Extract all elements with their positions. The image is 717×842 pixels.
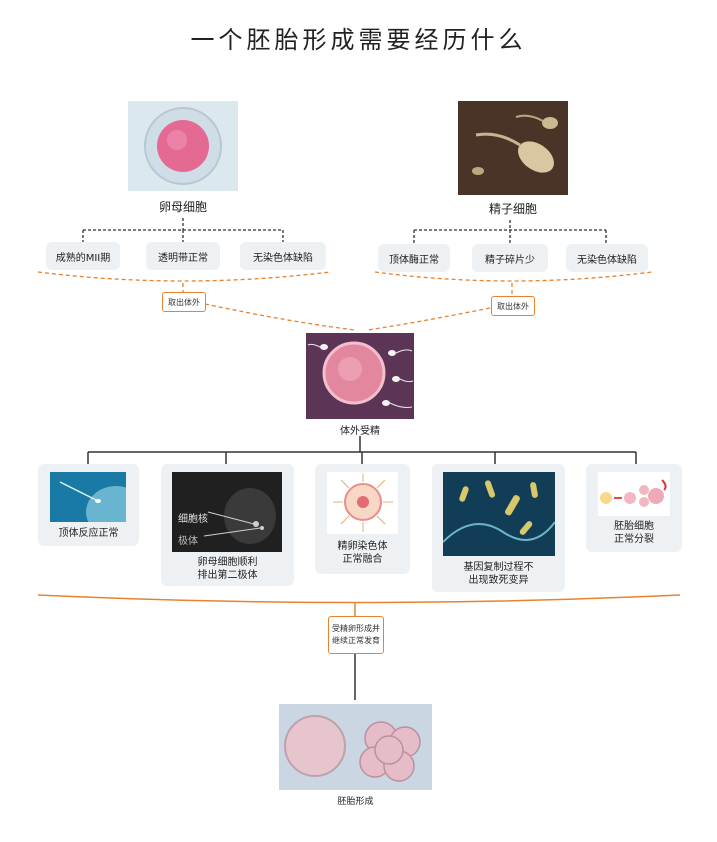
nucleus-label: 细胞核 [178, 514, 208, 525]
stage-card-gene-replication: 基因复制过程不 出现致死变异 [432, 464, 565, 592]
sperm-extract-tag: 取出体外 [491, 296, 535, 316]
egg-cell-image [128, 101, 238, 191]
stage-card-acrosome: 顶体反应正常 [38, 464, 139, 546]
sperm-cell-image [458, 101, 568, 195]
result-line-2: 继续正常发育 [332, 636, 380, 645]
cell-division-image [598, 472, 670, 516]
dna-image [443, 472, 555, 556]
sperm-cell-caption: 精子细胞 [488, 202, 537, 216]
egg-condition-pill: 无染色体缺陷 [240, 242, 326, 270]
polar-body-image: 细胞核 极体 [172, 472, 282, 552]
zygote-result-box: 受精卵形成并 继续正常发育 [328, 616, 384, 654]
embryo-caption: 胚胎形成 [337, 797, 374, 807]
egg-extract-tag: 取出体外 [162, 292, 206, 312]
stage-label: 精卵染色体 正常融合 [337, 541, 388, 565]
ivf-caption: 体外受精 [340, 426, 380, 437]
stage-label: 胚胎细胞 正常分裂 [614, 521, 654, 545]
egg-condition-pill: 透明带正常 [146, 242, 220, 270]
page-title: 一个胚胎形成需要经历什么 [190, 26, 527, 54]
stage-card-chromosome-fusion: 精卵染色体 正常融合 [315, 464, 410, 574]
stage-label: 顶体反应正常 [58, 528, 119, 539]
egg-cell-caption: 卵母细胞 [158, 200, 207, 214]
sperm-condition-pill: 精子碎片少 [472, 244, 548, 272]
result-line-1: 受精卵形成并 [332, 624, 380, 633]
fusion-image [327, 472, 398, 534]
stage-card-polar-body: 细胞核 极体 卵母细胞顺利 排出第二极体 [161, 464, 294, 586]
sperm-condition-pill: 顶体酶正常 [378, 244, 450, 272]
stage-card-cell-division: 胚胎细胞 正常分裂 [586, 464, 682, 552]
acrosome-image [50, 472, 126, 522]
stage-label: 卵母细胞顺利 排出第二极体 [197, 557, 258, 581]
egg-condition-pill: 成熟的MII期 [46, 242, 120, 270]
polar-body-label: 极体 [178, 536, 198, 547]
embryo-image [279, 704, 432, 790]
stage-label: 基因复制过程不 出现致死变异 [463, 562, 534, 586]
ivf-image [306, 333, 414, 419]
sperm-condition-pill: 无染色体缺陷 [566, 244, 648, 272]
